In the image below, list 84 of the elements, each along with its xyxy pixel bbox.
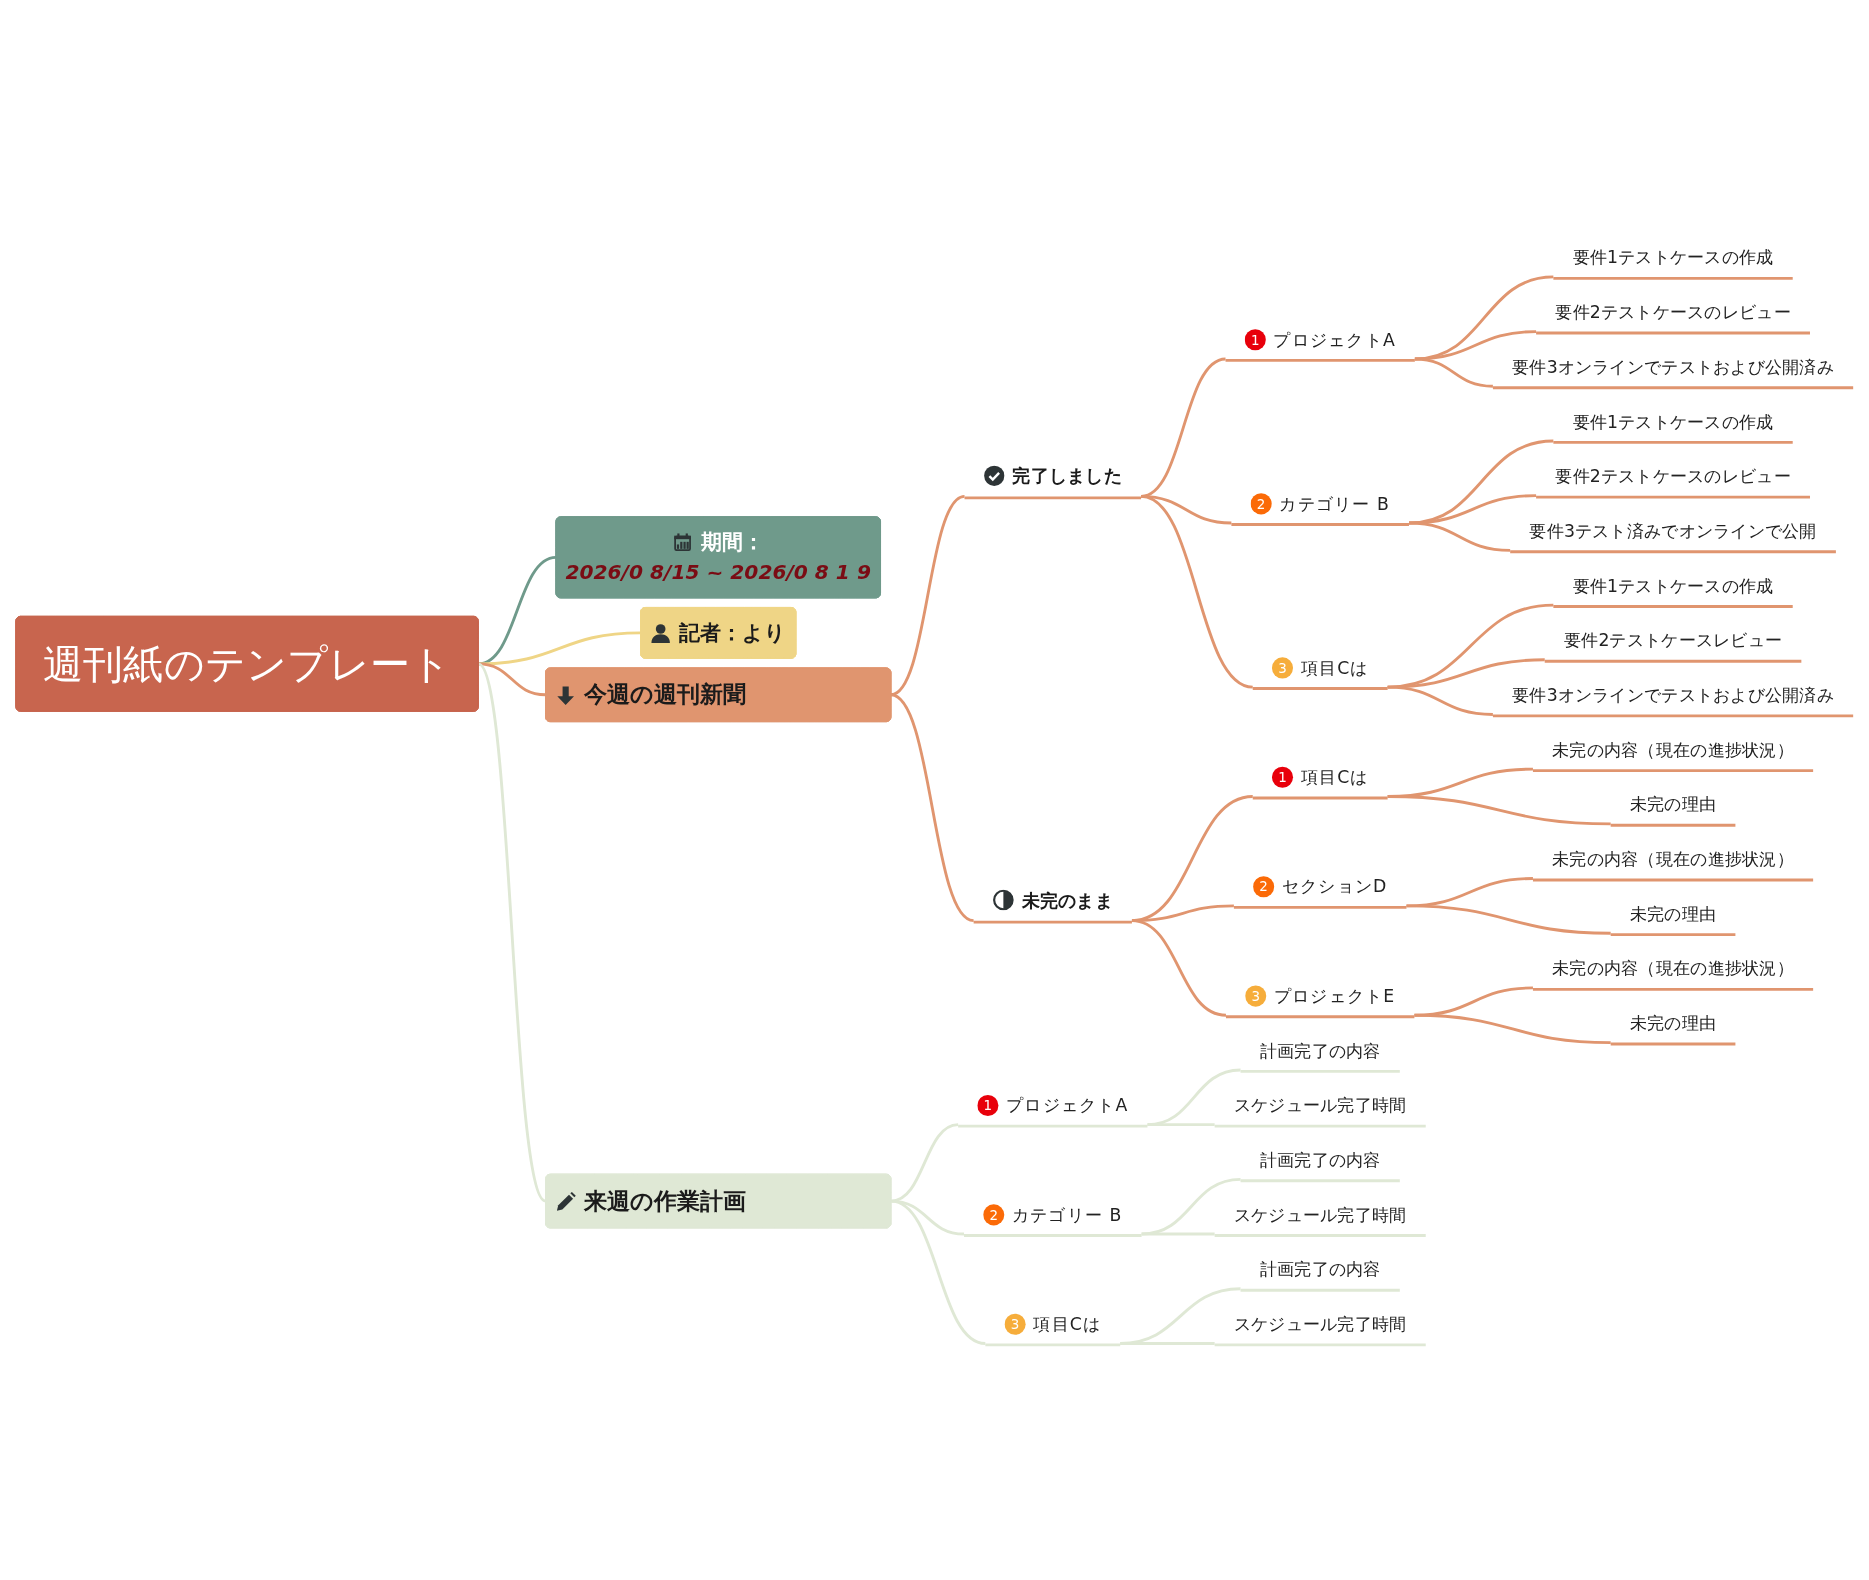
underlined-topic (958, 1094, 1148, 1128)
branch-line (1414, 357, 1493, 388)
branch-line (1408, 439, 1554, 524)
branch-line (1141, 1232, 1215, 1235)
branch-line (1387, 685, 1493, 716)
underlined-topic: 要件3オンラインでテストおよび公開済み (1492, 356, 1854, 389)
topic-text: セクションD (1281, 875, 1388, 896)
topic-box (545, 1173, 892, 1228)
underlined-topic (1252, 766, 1388, 799)
underlined-topic: 要件1テストケースの作成 (1553, 410, 1793, 444)
branch-line (478, 630, 641, 665)
branch-line (890, 1122, 959, 1202)
underlined-topic: スケジュール完了時間 (1214, 1094, 1426, 1128)
priority-marker: 2 (1253, 875, 1275, 897)
underlined-topic: 要件2テストケースのレビュー (1536, 301, 1810, 334)
priority-marker: 2 (1250, 492, 1272, 514)
underlined-topic (964, 464, 1142, 499)
topic-box (640, 606, 797, 659)
priority-marker: 1 (977, 1094, 999, 1116)
underlined-topic (1225, 985, 1415, 1018)
branch-line (1147, 1122, 1215, 1126)
branch-line (1387, 603, 1554, 689)
priority-marker: 3 (1004, 1313, 1026, 1335)
branch-line (1131, 918, 1227, 1017)
underlined-topic: 未完の理由 (1610, 1012, 1736, 1045)
branch-line (890, 494, 966, 696)
topic-text: 今週の週刊新聞 (583, 679, 748, 710)
branch-line (478, 661, 546, 696)
branch-line (1141, 1177, 1241, 1235)
underlined-topic: 要件1テストケースの作成 (1553, 246, 1793, 280)
topic-box (555, 515, 881, 598)
priority-marker: 3 (1245, 985, 1267, 1007)
underlined-topic: 未完の内容（現在の進捗状況） (1532, 848, 1814, 881)
underlined-topic: 未完の内容（現在の進捗状況） (1532, 738, 1814, 772)
central-topic-box: 週刊紙のテンプレート (15, 615, 479, 712)
topic-text: 項目Cは (1033, 1313, 1102, 1334)
underlined-topic: 要件2テストケースのレビュー (1536, 465, 1810, 499)
topic-text: 未完のまま (1021, 888, 1113, 911)
underlined-topic (973, 888, 1132, 924)
priority-marker: 1 (1271, 766, 1294, 788)
branch-line (1387, 794, 1611, 825)
underlined-topic: スケジュール完了時間 (1214, 1313, 1426, 1346)
topic-text: 項目Cは (1300, 766, 1369, 787)
underlined-topic: 要件3テスト済みでオンラインで公開 (1510, 520, 1836, 553)
underlined-topic: 要件1テストケースの作成 (1553, 574, 1793, 608)
underlined-topic: スケジュール完了時間 (1214, 1203, 1426, 1237)
date-text: 2026/0 8/15 ~ 2026/0 8 1 9 (565, 560, 871, 584)
topic-box (545, 666, 892, 722)
underlined-topic (1252, 656, 1388, 690)
priority-marker: 2 (983, 1203, 1005, 1225)
topic-text: 期間： (700, 529, 765, 554)
topic-text: 来週の作業計画 (583, 1186, 748, 1216)
topic-text: 完了しました (1012, 464, 1122, 486)
branch-line (1406, 903, 1611, 935)
topic-text: 項目Cは (1300, 656, 1369, 677)
topic-text: プロジェクトA (1006, 1094, 1129, 1115)
topic-text: カテゴリー B (1011, 1203, 1123, 1224)
branch-line (477, 662, 547, 1202)
branch-line (1140, 494, 1254, 688)
underlined-topic (1231, 492, 1409, 526)
topic-text: カテゴリー B (1279, 492, 1390, 513)
branch-line (1414, 329, 1537, 360)
branch-line (1414, 1013, 1611, 1044)
underlined-topic (1233, 875, 1407, 909)
underlined-topic: 要件2テストケースレビュー (1544, 629, 1802, 663)
topic-text: プロジェクトA (1273, 328, 1396, 349)
underlined-topic: 計画完了の内容 (1240, 1149, 1400, 1182)
branch-line (1120, 1341, 1215, 1345)
underlined-topic: 要件3オンラインでテストおよび公開済み (1492, 684, 1854, 717)
underlined-topic: 計画完了の内容 (1240, 1039, 1400, 1073)
underlined-topic: 未完の内容（現在の進捗状況） (1532, 957, 1814, 991)
underlined-topic: 計画完了の内容 (1240, 1258, 1400, 1292)
underlined-topic (964, 1203, 1142, 1237)
topic-text: プロジェクトE (1273, 985, 1396, 1006)
branch-line (890, 692, 975, 922)
branch-line (1408, 521, 1511, 552)
underlined-topic: 未完の理由 (1610, 903, 1736, 936)
underlined-topic (1225, 328, 1415, 362)
priority-marker: 1 (1244, 328, 1266, 350)
priority-marker: 3 (1271, 656, 1294, 678)
underlined-topic: 未完の理由 (1610, 793, 1736, 827)
topic-text: 記者：より (678, 620, 787, 645)
underlined-topic (985, 1313, 1121, 1346)
branch-line (890, 1199, 986, 1345)
